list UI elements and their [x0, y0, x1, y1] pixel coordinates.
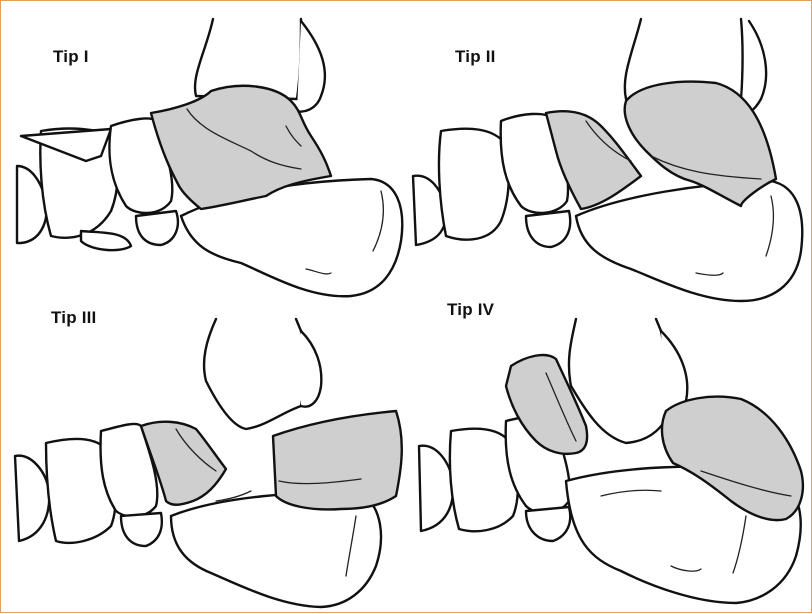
- panel-label-tip-2: Tip II: [455, 47, 496, 67]
- metatarsal-outline: [15, 456, 49, 541]
- fracture-shaded-region: [273, 411, 402, 509]
- small-bone-outline: [121, 513, 162, 546]
- panel-label-tip-1: Tip I: [53, 47, 89, 67]
- panel-tip-3-drawing: [15, 319, 402, 607]
- small-bone-outline: [526, 211, 570, 247]
- panel-tip-4-drawing: [419, 319, 803, 603]
- cuboid-lower-outline: [81, 231, 131, 250]
- cuneiform-outline: [439, 129, 509, 240]
- small-bone-outline: [136, 211, 178, 245]
- small-bone-outline: [526, 507, 570, 541]
- tibia-outline: [204, 319, 307, 429]
- panel-label-tip-4: Tip IV: [447, 300, 494, 320]
- fibula-outline: [297, 21, 325, 112]
- fibula-outline: [301, 331, 321, 407]
- metatarsal-outline: [419, 446, 453, 531]
- panel-label-tip-3: Tip III: [51, 308, 96, 328]
- fibula-outline: [741, 21, 766, 113]
